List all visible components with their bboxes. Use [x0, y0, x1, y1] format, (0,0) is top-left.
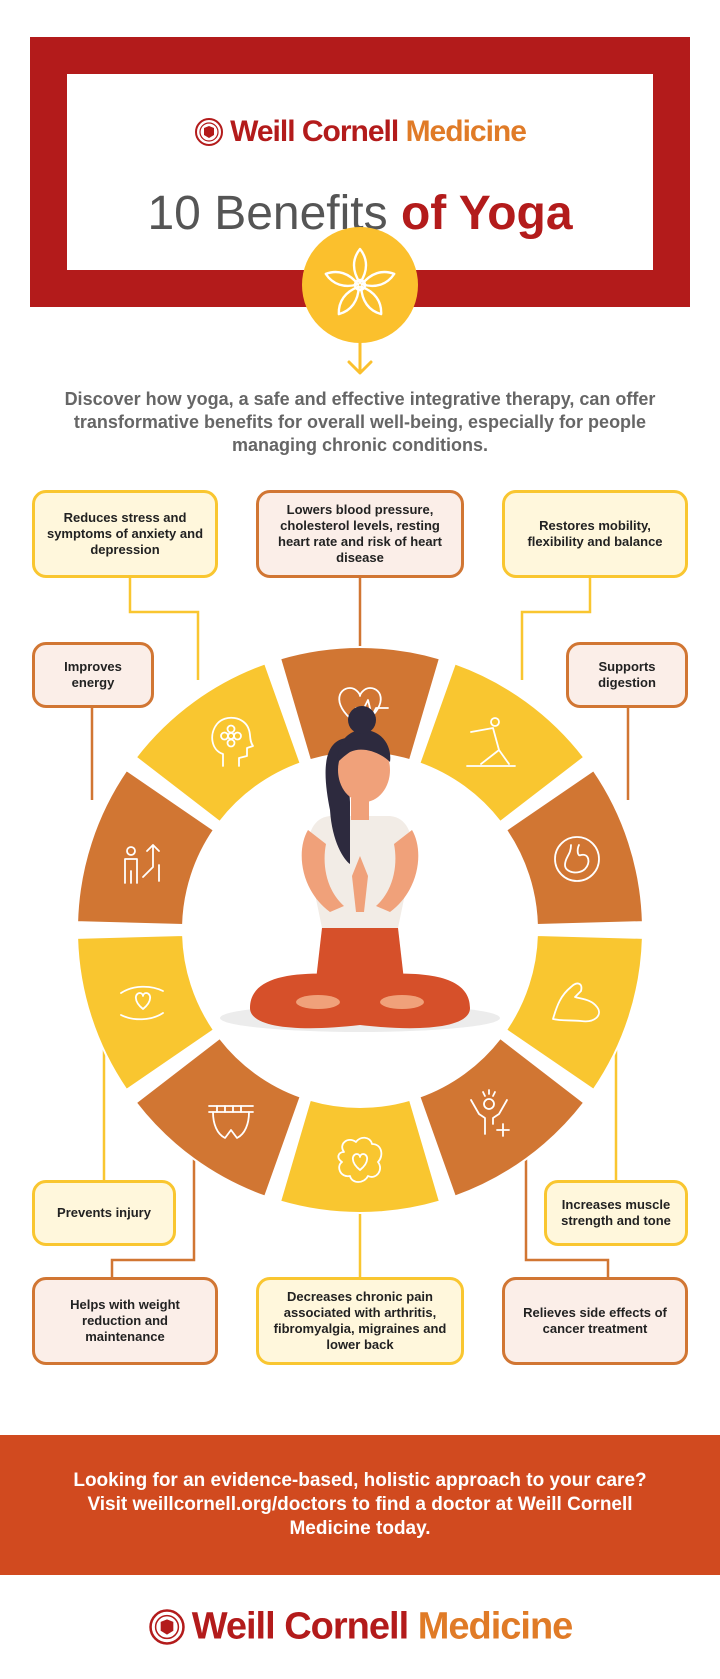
- benefit-box-cancer: Relieves side effects of cancer treatmen…: [502, 1277, 688, 1365]
- brain-heart-icon: [337, 1136, 383, 1183]
- flexed-arm-icon: [552, 982, 600, 1023]
- cornell-seal-icon: [195, 118, 224, 147]
- footer-brand-part2: Medicine: [417, 1605, 574, 1648]
- connector-weight: [110, 1100, 196, 1277]
- header-card: Weill Cornell Medicine 10 Benefits of Yo…: [67, 74, 653, 270]
- title-part2: of Yoga: [400, 187, 573, 240]
- person-rising-icon: [124, 844, 160, 884]
- benefit-box-weight: Helps with weight reduction and maintena…: [32, 1277, 218, 1365]
- stomach-icon: [554, 836, 600, 882]
- footer-cta-text: Looking for an evidence-based, holistic …: [73, 1470, 647, 1539]
- benefits-diagram: Reduces stress and symptoms of anxiety a…: [0, 480, 720, 1410]
- brand-name-part1: Weill Cornell: [230, 115, 399, 149]
- waist-measure-icon: [208, 1105, 254, 1139]
- person-plus-icon: [470, 1089, 510, 1137]
- benefit-box-heart: Lowers blood pressure, cholesterol level…: [256, 490, 464, 578]
- arrow-down-icon: [347, 340, 373, 375]
- wheel-segment-8: [76, 933, 215, 1091]
- page-title: 10 Benefits of Yoga: [67, 186, 653, 241]
- intro-text: Discover how yoga, a safe and effective …: [64, 389, 656, 455]
- meditating-woman-illustration: [220, 706, 500, 1032]
- wheel-segment-3: [505, 769, 644, 927]
- benefit-box-digestion: Supports digestion: [566, 642, 688, 708]
- cornell-seal-icon: [148, 1609, 185, 1645]
- stretch-pose-icon: [466, 717, 516, 767]
- benefit-box-pain: Decreases chronic pain associated with a…: [256, 1277, 464, 1365]
- head-flower-icon: [211, 716, 254, 767]
- flower-badge-icon: [302, 227, 418, 343]
- footer-cta-band: Looking for an evidence-based, holistic …: [0, 1435, 720, 1575]
- connector-mobility: [520, 558, 592, 680]
- footer-brand-logo: Weill Cornell Medicine: [0, 1604, 720, 1648]
- hands-heart-icon: [120, 985, 164, 1021]
- wheel-segment-10: [134, 662, 302, 824]
- brand-logo: Weill Cornell Medicine: [67, 114, 653, 149]
- benefit-box-muscle: Increases muscle strength and tone: [544, 1180, 688, 1246]
- benefit-box-stress: Reduces stress and symptoms of anxiety a…: [32, 490, 218, 578]
- header-frame: Weill Cornell Medicine 10 Benefits of Yo…: [30, 37, 690, 307]
- wheel-segment-7: [134, 1036, 302, 1198]
- wheel-segment-4: [505, 933, 644, 1091]
- brand-name-part2: Medicine: [405, 115, 527, 149]
- benefit-box-injury: Prevents injury: [32, 1180, 176, 1246]
- wheel-segment-9: [76, 769, 215, 927]
- wheel-segment-5: [418, 1036, 586, 1198]
- benefits-wheel: [76, 558, 644, 1277]
- footer-brand-part1: Weill Cornell: [191, 1605, 409, 1648]
- connector-stress: [128, 558, 200, 680]
- wheel-segment-2: [418, 662, 586, 824]
- benefit-box-energy: Improves energy: [32, 642, 154, 708]
- connector-cancer: [524, 1100, 610, 1277]
- benefit-box-mobility: Restores mobility, flexibility and balan…: [502, 490, 688, 578]
